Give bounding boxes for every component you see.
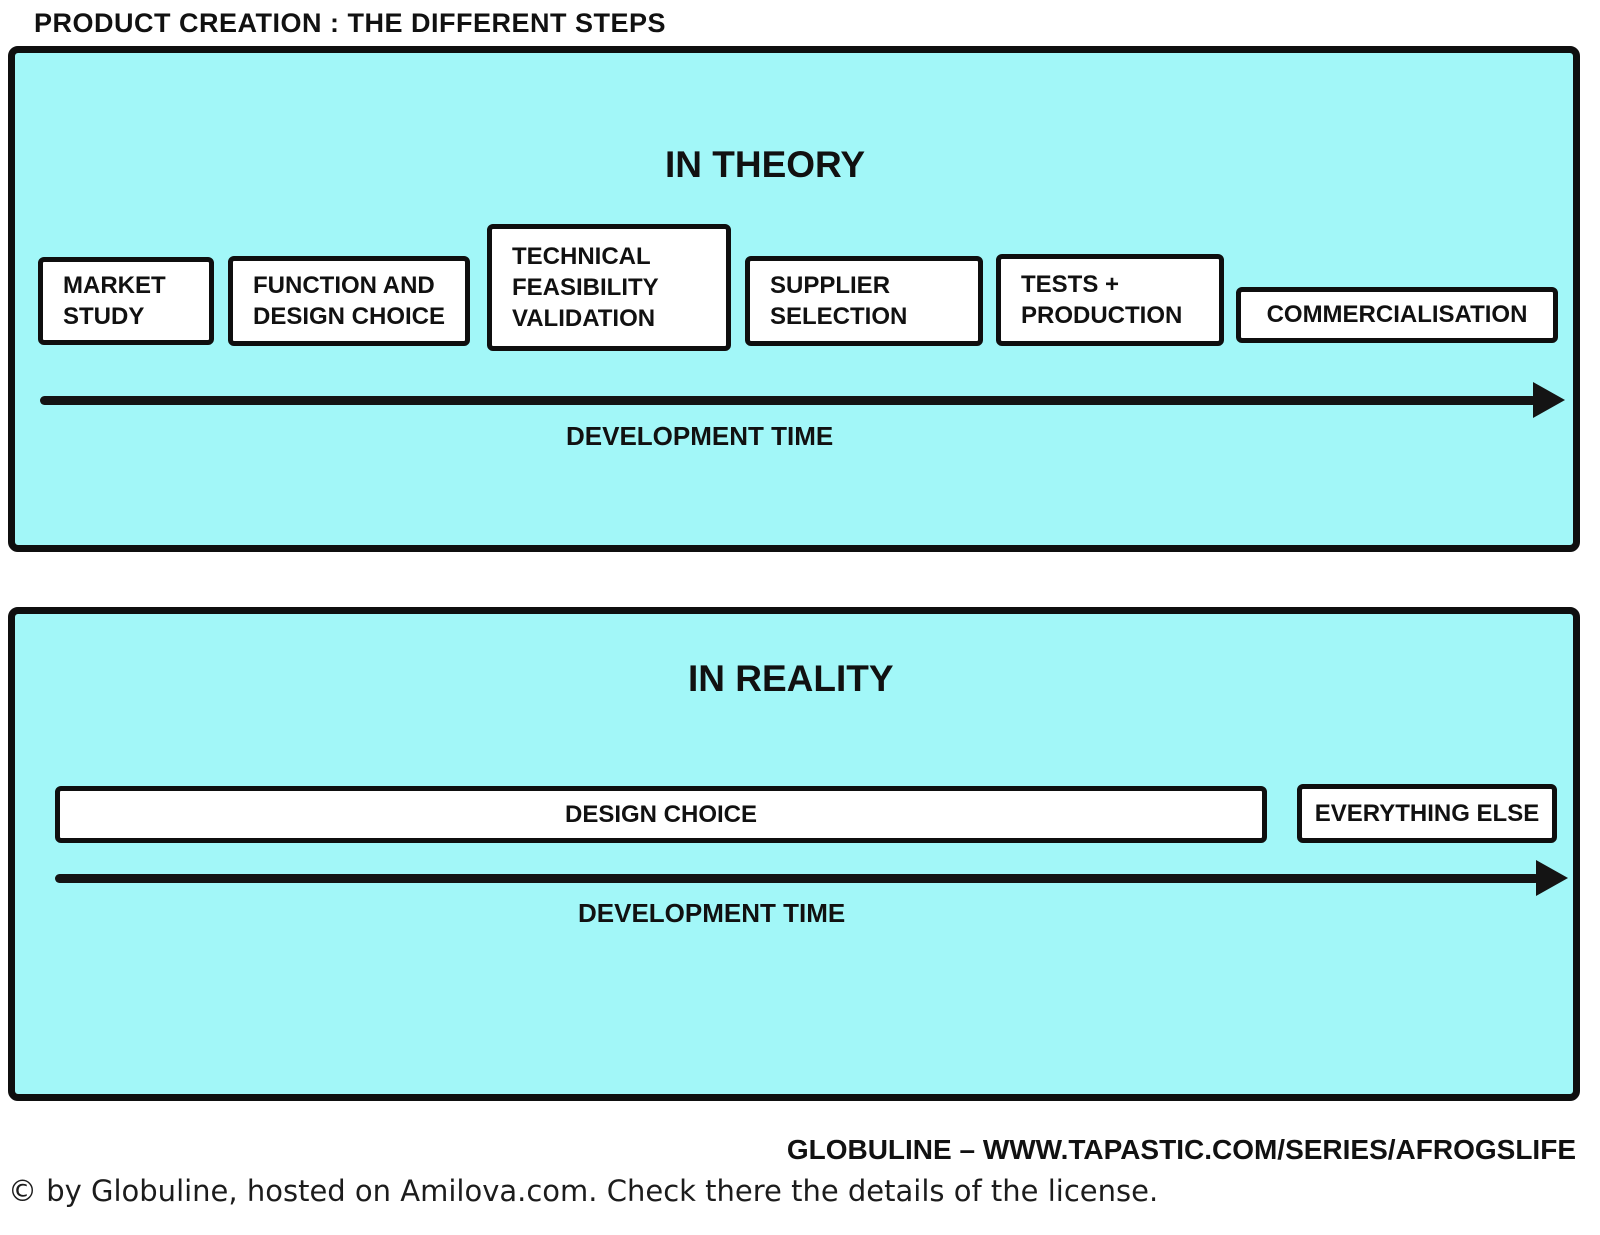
step-box-market-study: MARKET STUDY [38, 257, 214, 345]
step-box-commercialisation: COMMERCIALISATION [1236, 287, 1558, 343]
reality-heading: IN REALITY [688, 658, 894, 699]
step-box-everything-else: EVERYTHING ELSE [1297, 784, 1557, 843]
reality-timeline-arrow-line [55, 874, 1540, 883]
author-credit-line: GLOBULINE – WWW.TAPASTIC.COM/SERIES/AFRO… [786, 1134, 1576, 1165]
step-box-tests-production: TESTS + PRODUCTION [996, 254, 1224, 346]
step-box-design-choice: DESIGN CHOICE [55, 786, 1267, 843]
theory-development-time-label: DEVELOPMENT TIME [566, 421, 834, 451]
license-line: © by Globuline, hosted on Amilova.com. C… [8, 1174, 1159, 1208]
reality-panel [8, 607, 1580, 1101]
page-title: PRODUCT CREATION : THE DIFFERENT STEPS [34, 8, 667, 38]
theory-heading: IN THEORY [665, 144, 866, 185]
theory-timeline-arrow-head-icon [1533, 382, 1565, 418]
step-box-technical-feasibility-validation: TECHNICAL FEASIBILITY VALIDATION [487, 224, 731, 351]
step-box-function-and-design-choice: FUNCTION AND DESIGN CHOICE [228, 256, 470, 346]
step-box-supplier-selection: SUPPLIER SELECTION [745, 256, 983, 346]
reality-development-time-label: DEVELOPMENT TIME [578, 898, 846, 928]
reality-timeline-arrow-head-icon [1536, 860, 1568, 896]
theory-timeline-arrow-line [40, 396, 1537, 405]
